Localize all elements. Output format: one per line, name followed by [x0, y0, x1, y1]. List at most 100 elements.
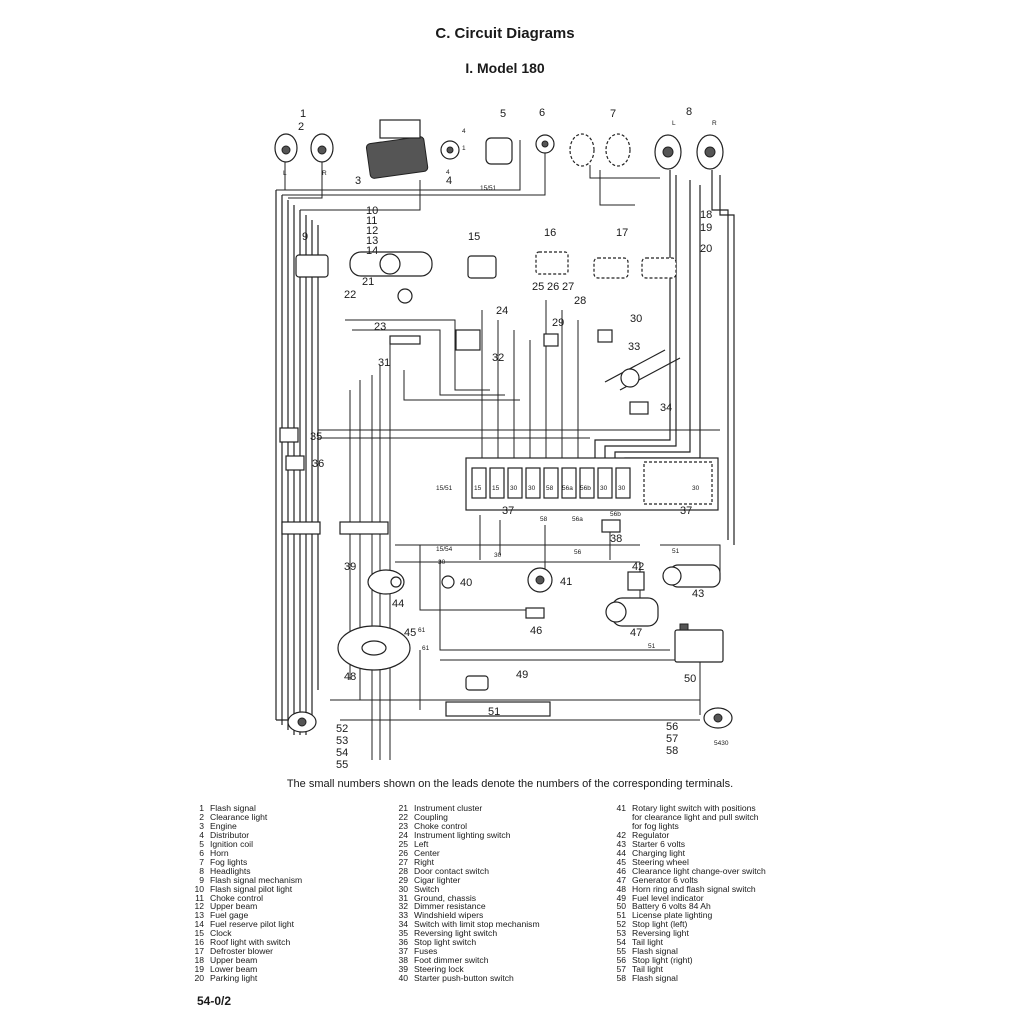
- callout-42: 42: [632, 561, 644, 573]
- legend-number: 34: [398, 919, 408, 930]
- foot-dimmer-switch: [601, 519, 621, 533]
- page-title: C. Circuit Diagrams: [435, 25, 575, 42]
- legend-label: Stop light switch: [414, 937, 477, 948]
- instrument-lighting-switch: [455, 329, 481, 351]
- legend-label: Roof light with switch: [210, 937, 291, 948]
- callout-50: 50: [684, 673, 696, 685]
- legend-number: 45: [616, 856, 626, 867]
- legend-label: Headlights: [210, 865, 251, 876]
- callout-16: 16: [544, 227, 556, 239]
- legend-number: 25: [398, 838, 408, 849]
- legend-number: 55: [616, 946, 626, 957]
- legend-number: 10: [194, 883, 204, 894]
- fuse-label: 30: [618, 485, 626, 492]
- legend-label: Rotary light switch with positions: [632, 803, 756, 813]
- side-left-label: L: [283, 170, 287, 177]
- tail-light-left: [287, 711, 317, 733]
- page-subtitle: I. Model 180: [465, 60, 545, 76]
- callout-22: 22: [344, 289, 356, 301]
- callout-4: 4: [446, 175, 452, 187]
- callout-32: 32: [492, 352, 504, 364]
- rotary-light-switch: [527, 567, 553, 593]
- fuse-label: 30: [600, 485, 608, 492]
- terminal-label: 15/51: [480, 185, 497, 192]
- callout-36: 36: [312, 458, 324, 470]
- fuse-box: [465, 457, 719, 511]
- switch: [597, 329, 613, 343]
- legend-number: 58: [616, 973, 626, 984]
- wiper-limit-switch: [629, 401, 649, 415]
- legend-number: 6: [199, 847, 204, 858]
- legend-label: Defroster blower: [210, 946, 274, 957]
- legend-number: 33: [398, 910, 408, 921]
- legend-label: Flash signal pilot light: [210, 883, 293, 894]
- legend-label: Upper beam: [210, 901, 258, 912]
- callout-46: 46: [530, 625, 542, 637]
- callout-48: 48: [344, 671, 356, 683]
- terminal-label: 4: [446, 169, 450, 176]
- legend-number: 39: [398, 964, 408, 975]
- legend-label: Upper beam: [210, 955, 258, 966]
- terminal-label: 58: [540, 516, 548, 523]
- legend-number: 2: [199, 811, 204, 822]
- legend-label: for fog lights: [632, 820, 679, 831]
- legend-label: Instrument cluster: [414, 803, 483, 813]
- legend-number: 53: [616, 928, 626, 939]
- callout-35: 35: [310, 431, 322, 443]
- legend-number: 27: [398, 856, 408, 867]
- legend-label: Fuel gage: [210, 910, 249, 921]
- legend-label: Charging light: [632, 847, 686, 858]
- callout-51: 51: [488, 706, 500, 718]
- fuel-level-indicator: [465, 675, 489, 691]
- legend-label: Tail light: [632, 937, 664, 948]
- legend-number: 51: [616, 910, 626, 921]
- callout-29: 29: [552, 317, 564, 329]
- legend-label: Coupling: [414, 811, 448, 822]
- callout-52: 52: [336, 723, 348, 735]
- callout-12: 12: [366, 225, 378, 237]
- callout-54: 54: [336, 747, 348, 759]
- legend-label: Stop light (left): [632, 919, 688, 930]
- legend-label: Cigar lighter: [414, 874, 461, 885]
- generator: [605, 597, 659, 627]
- legend-number: 20: [194, 973, 204, 984]
- callout-30: 30: [630, 313, 642, 325]
- legend-label: Switch: [414, 883, 440, 894]
- legend-number: 57: [616, 964, 626, 975]
- terminal-label: 56b: [610, 511, 621, 518]
- legend-label: Instrument lighting switch: [414, 829, 511, 840]
- terminal-label: 61: [418, 627, 426, 634]
- terminal-label: 61: [422, 645, 430, 652]
- fuse-label: 30: [692, 485, 700, 492]
- battery: [674, 623, 724, 663]
- legend-label: Ignition coil: [210, 838, 253, 849]
- callout-27: 27: [562, 281, 574, 293]
- instrument-cluster: [349, 251, 433, 277]
- legend-item: 25 Left: [392, 838, 540, 849]
- legend-label: Left: [414, 838, 429, 849]
- fuse-label: 15: [474, 485, 482, 492]
- callout-17: 17: [616, 227, 628, 239]
- callout-37b: 37: [680, 505, 692, 517]
- callout-41: 41: [560, 576, 572, 588]
- legend-number: 56: [616, 955, 626, 966]
- legend-number: 12: [194, 901, 204, 912]
- legend-label: Ground, chassis: [414, 892, 477, 903]
- legend-label: Dimmer resistance: [414, 901, 486, 912]
